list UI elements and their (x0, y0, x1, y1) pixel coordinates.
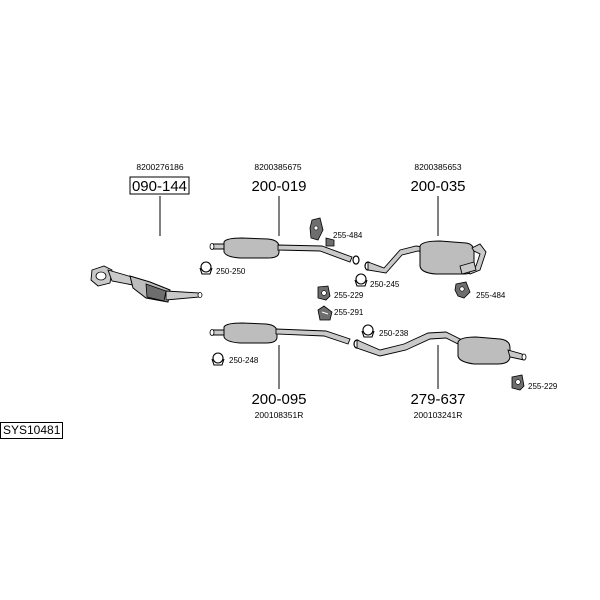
clamp-250-248-label: 250-248 (229, 356, 259, 365)
rear-muffler-b-group: 279-637 200103241R (353, 331, 527, 420)
catalyst-group: 8200276186 090-144 (90, 162, 203, 303)
rear-muffler-b-oem-ref: 200103241R (414, 410, 463, 420)
mount-255-484-top[interactable]: 255-484 (309, 217, 363, 247)
front-muffler-a-drawing[interactable] (209, 237, 360, 265)
rear-muffler-a-oem-ref: 8200385653 (414, 162, 462, 172)
rear-muffler-b-drawing[interactable] (353, 331, 527, 365)
mount-255-484-rear-label: 255-484 (476, 291, 506, 300)
catalyst-oem-ref: 8200276186 (136, 162, 184, 172)
mount-255-291-label: 255-291 (334, 308, 364, 317)
clamp-250-238[interactable]: 250-238 (361, 324, 409, 338)
mount-255-229-mid[interactable]: 255-229 (317, 285, 364, 301)
system-code-label: SYS10481 (0, 422, 64, 439)
mount-255-291[interactable]: 255-291 (317, 305, 364, 321)
clamp-250-245-label: 250-245 (370, 280, 400, 289)
mount-255-229-rear[interactable]: 255-229 (511, 374, 558, 391)
mount-255-484-rear[interactable]: 255-484 (454, 281, 506, 300)
front-muffler-a-group: 8200385675 200-019 (209, 162, 360, 265)
catalyst-number-box (129, 176, 190, 195)
front-muffler-b-group: 200-095 200108351R (209, 322, 351, 420)
catalyst-part-drawing[interactable] (90, 265, 203, 303)
clamp-250-245[interactable]: 250-245 (354, 273, 400, 289)
front-muffler-b-oem-ref: 200108351R (255, 410, 304, 420)
front-muffler-a-oem-ref: 8200385675 (254, 162, 302, 172)
mount-255-229-mid-label: 255-229 (334, 291, 364, 300)
front-muffler-b-drawing[interactable] (209, 322, 351, 345)
rear-muffler-b-part-number[interactable]: 279-637 (410, 391, 465, 408)
clamp-250-238-label: 250-238 (379, 329, 409, 338)
clamp-250-248[interactable]: 250-248 (211, 352, 259, 366)
clamp-250-250[interactable]: 250-250 (199, 261, 246, 276)
clamp-250-250-label: 250-250 (216, 267, 246, 276)
mount-255-229-rear-label: 255-229 (528, 382, 558, 391)
front-muffler-a-part-number[interactable]: 200-019 (251, 178, 306, 195)
rear-muffler-a-part-number[interactable]: 200-035 (410, 178, 465, 195)
mount-255-484-top-label: 255-484 (333, 231, 363, 240)
front-muffler-b-part-number[interactable]: 200-095 (251, 391, 306, 408)
rear-muffler-a-drawing[interactable] (364, 240, 487, 275)
rear-muffler-a-group: 8200385653 200-035 (364, 162, 487, 275)
catalyst-part-number[interactable]: 090-144 (132, 178, 187, 195)
